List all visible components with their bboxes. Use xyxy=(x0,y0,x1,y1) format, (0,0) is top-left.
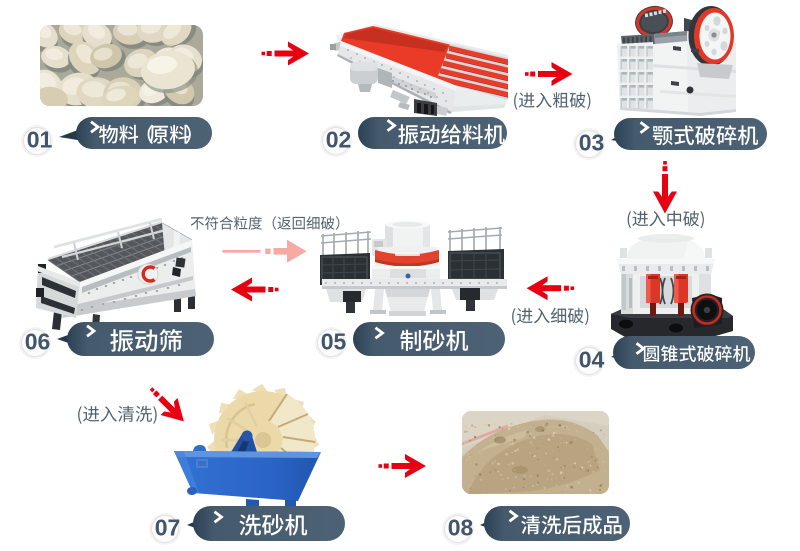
svg-text:03: 03 xyxy=(579,130,605,156)
svg-text:01: 01 xyxy=(27,127,53,153)
svg-text:04: 04 xyxy=(579,347,605,373)
svg-text:06: 06 xyxy=(25,329,51,355)
svg-text:05: 05 xyxy=(321,329,347,355)
svg-text:08: 08 xyxy=(448,515,474,541)
svg-text:02: 02 xyxy=(326,127,352,153)
svg-text:07: 07 xyxy=(155,515,181,541)
